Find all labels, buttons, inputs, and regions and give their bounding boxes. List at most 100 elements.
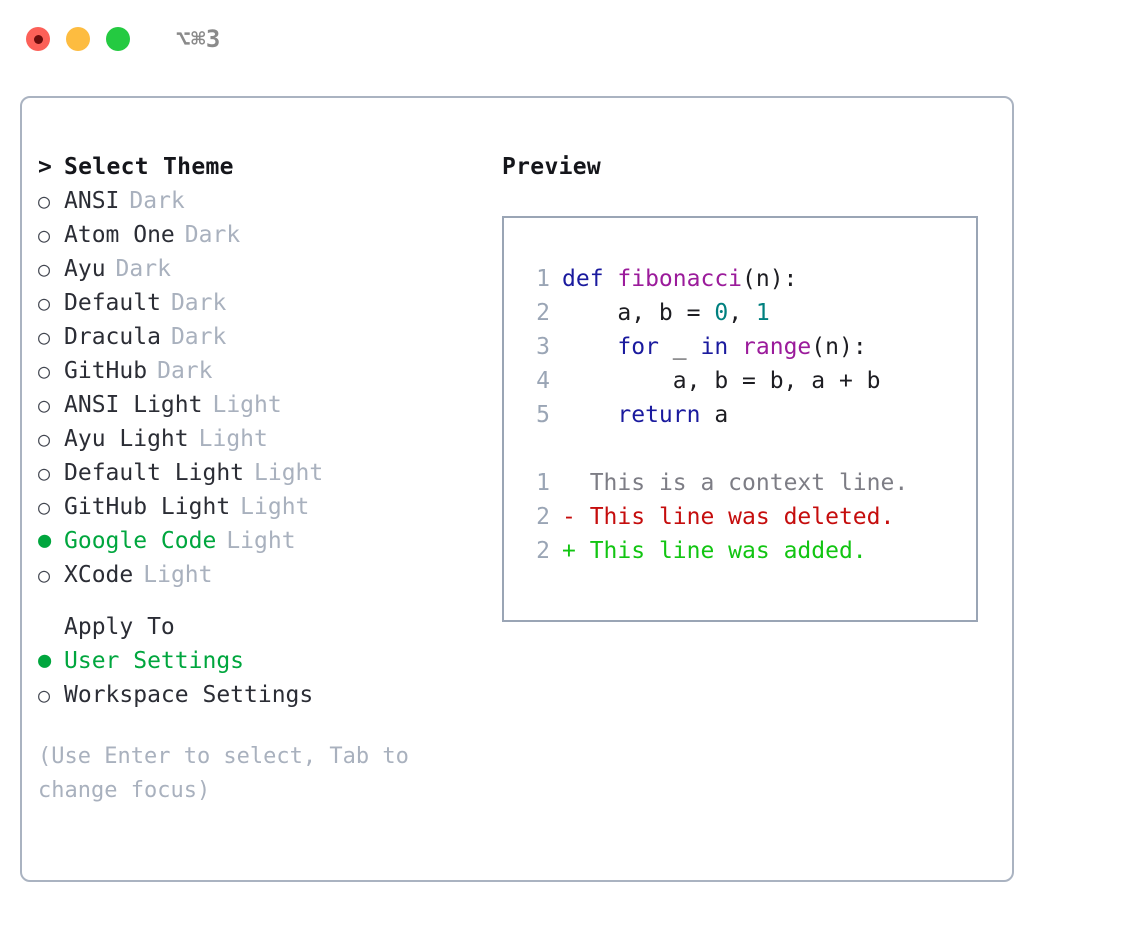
code-line: 3 for _ in range(n): xyxy=(504,330,976,364)
theme-option-label: Default Light xyxy=(64,460,245,486)
close-button[interactable] xyxy=(26,27,50,51)
theme-option-default[interactable]: ○ Default Dark xyxy=(38,286,478,320)
theme-option-atom-one[interactable]: ○ Atom One Dark xyxy=(38,218,478,252)
apply-option-label: User Settings xyxy=(64,648,245,674)
select-theme-label: Select Theme xyxy=(64,154,234,180)
window-controls xyxy=(26,27,130,51)
select-theme-heading: > Select Theme xyxy=(38,150,478,184)
code-line: 4 a, b = b, a + b xyxy=(504,364,976,398)
radio-unselected-icon: ○ xyxy=(38,683,51,707)
close-icon xyxy=(33,34,43,44)
code-token: (n): xyxy=(811,334,867,360)
title-bar: ⌥⌘3 xyxy=(0,0,1140,78)
radio-unselected-icon: ○ xyxy=(38,563,51,587)
code-token: a, b = xyxy=(562,300,715,326)
line-number: 2 xyxy=(536,300,550,326)
line-number: 3 xyxy=(536,334,550,360)
line-number: 2 xyxy=(536,504,550,530)
apply-to-label: Apply To xyxy=(64,614,175,640)
code-token: a, b = b, a + b xyxy=(562,368,881,394)
code-text: for _ in range(n): xyxy=(562,330,867,364)
radio-unselected-icon: ○ xyxy=(38,495,51,519)
diff-line: 2- This line was deleted. xyxy=(504,500,976,534)
code-token xyxy=(728,334,742,360)
line-number: 1 xyxy=(536,266,550,292)
keyboard-hint-text: (Use Enter to select, Tab to change focu… xyxy=(38,744,423,803)
code-line: 2 a, b = 0, 1 xyxy=(504,296,976,330)
theme-option-label: ANSI xyxy=(64,188,120,214)
radio-unselected-icon: ○ xyxy=(38,427,51,451)
code-token: fibonacci xyxy=(617,266,743,292)
code-diff-gap xyxy=(504,432,976,466)
hint-spacer xyxy=(38,712,478,740)
code-token: 0 xyxy=(714,300,729,326)
radio-unselected-icon: ○ xyxy=(38,223,51,247)
radio-unselected-icon: ○ xyxy=(38,359,51,383)
theme-variant-badge: Light xyxy=(198,426,268,452)
theme-variant-badge: Light xyxy=(240,494,310,520)
radio-unselected-icon: ○ xyxy=(38,291,51,315)
diff-line: 2+ This line was added. xyxy=(504,534,976,568)
code-token: range xyxy=(742,334,812,360)
code-token: _ xyxy=(658,334,701,360)
code-token: a xyxy=(700,402,729,428)
theme-option-label: Google Code xyxy=(64,528,217,554)
theme-option-ayu-light[interactable]: ○ Ayu Light Light xyxy=(38,422,478,456)
code-token: 1 xyxy=(755,300,770,326)
apply-option-user-settings[interactable]: ● User Settings xyxy=(38,644,478,678)
theme-variant-badge: Dark xyxy=(170,324,227,350)
apply-option-workspace-settings[interactable]: ○ Workspace Settings xyxy=(38,678,478,712)
code-text: a, b = 0, 1 xyxy=(562,296,770,330)
code-token: for xyxy=(617,334,659,360)
line-number: 5 xyxy=(536,402,550,428)
code-line: 5 return a xyxy=(504,398,976,432)
diff-sign: - xyxy=(562,504,576,530)
diff-text: This line was added. xyxy=(575,538,867,564)
theme-option-label: Ayu Light xyxy=(64,426,189,452)
code-token: , xyxy=(728,300,756,326)
apply-option-label: Workspace Settings xyxy=(64,682,314,708)
theme-option-github[interactable]: ○ GitHub Dark xyxy=(38,354,478,388)
code-token xyxy=(562,334,617,360)
theme-variant-badge: Light xyxy=(226,528,296,554)
apply-to-heading: Apply To xyxy=(38,610,478,644)
minimize-button[interactable] xyxy=(66,27,90,51)
theme-variant-badge: Dark xyxy=(170,290,227,316)
theme-option-label: GitHub xyxy=(64,358,148,384)
theme-option-label: Default xyxy=(64,290,161,316)
line-number: 4 xyxy=(536,368,550,394)
theme-variant-badge: Light xyxy=(212,392,282,418)
theme-option-label: Atom One xyxy=(64,222,175,248)
theme-variant-badge: Light xyxy=(254,460,324,486)
preview-heading: Preview xyxy=(502,154,602,180)
theme-variant-badge: Dark xyxy=(157,358,213,384)
line-number: 1 xyxy=(536,470,550,496)
theme-option-google-code[interactable]: ● Google Code Light xyxy=(38,524,478,558)
theme-option-label: Dracula xyxy=(64,324,161,350)
radio-selected-icon: ● xyxy=(38,528,52,553)
code-token xyxy=(562,402,617,428)
apply-to-list: ● User Settings ○ Workspace Settings xyxy=(38,644,478,712)
code-token: def xyxy=(562,266,618,292)
radio-unselected-icon: ○ xyxy=(38,257,51,281)
diff-sample: 1 This is a context line.2- This line wa… xyxy=(504,466,976,568)
theme-variant-badge: Dark xyxy=(184,222,241,248)
maximize-button[interactable] xyxy=(106,27,130,51)
radio-selected-icon: ● xyxy=(38,648,52,673)
prompt-caret-icon: > xyxy=(38,154,52,180)
diff-sign: + xyxy=(562,538,576,564)
diff-line: 1 This is a context line. xyxy=(504,466,976,500)
